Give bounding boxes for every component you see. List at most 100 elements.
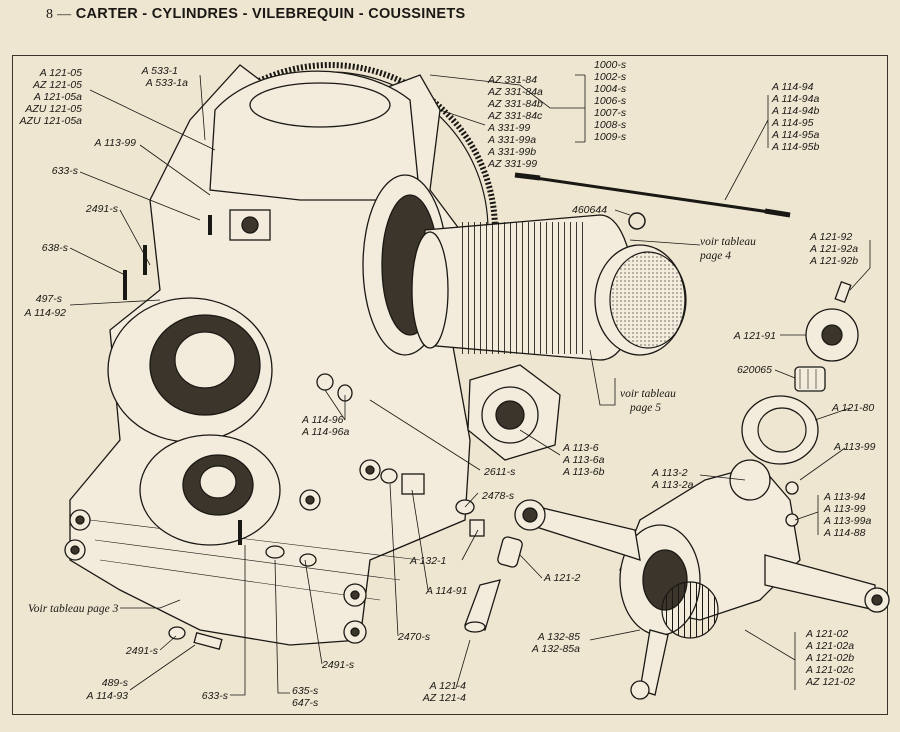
- label-voir-page5-1: voir tableau: [620, 388, 676, 400]
- label-carter-2: AZ 121-05: [32, 79, 82, 91]
- label-s1000-3: 1004-s: [594, 83, 627, 95]
- label-a12102-5: AZ 121-02: [805, 676, 855, 688]
- label-a11394-3: A 113-99a: [823, 515, 871, 527]
- label-a11494-4: A 114-95: [771, 117, 814, 129]
- crankcase: [64, 64, 471, 646]
- label-2478: 2478-s: [481, 490, 515, 502]
- label-a533-1: A 533-1: [141, 65, 178, 77]
- label-a1214-1: A 121-4: [429, 680, 467, 692]
- label-2470: 2470-s: [397, 631, 431, 643]
- label-a11492: A 114-92: [24, 307, 67, 319]
- label-s1000-2: 1002-s: [594, 71, 627, 83]
- label-a11394-2: A 113-99: [823, 503, 866, 515]
- label-a1136-2: A 113-6a: [562, 454, 605, 466]
- star-washer: [805, 308, 859, 362]
- label-2491-left: 2491-s: [125, 645, 159, 657]
- label-s1000-4: 1006-s: [594, 95, 627, 107]
- label-a1132-1: A 113-2: [651, 467, 688, 479]
- label-carter-1: A 121-05: [39, 67, 82, 79]
- label-carter-4: AZU 121-05: [24, 103, 82, 115]
- label-2611: 2611-s: [483, 466, 516, 478]
- label-633-top: 633-s: [52, 165, 79, 177]
- label-620065: 620065: [737, 364, 772, 376]
- crankshaft: [619, 459, 801, 700]
- label-2491-top: 2491-s: [85, 203, 119, 215]
- label-a11494-3: A 114-94b: [771, 105, 819, 117]
- label-2491-mid: 2491-s: [321, 659, 355, 671]
- bushing: [497, 536, 523, 568]
- label-a11494-2: A 114-94a: [771, 93, 819, 105]
- label-638: 638-s: [42, 242, 69, 254]
- label-460644: 460644: [572, 204, 607, 216]
- label-a1136-3: A 113-6b: [562, 466, 605, 478]
- label-a11494-6: A 114-95b: [771, 141, 819, 153]
- label-a13285-1: A 132-85: [537, 631, 580, 643]
- cylinder: [411, 214, 687, 361]
- connecting-rod-right: [764, 554, 890, 613]
- leader-lines: [69, 74, 871, 696]
- connecting-rod-left: [514, 499, 641, 561]
- circlip: [628, 212, 646, 230]
- label-a12192-3: A 121-92b: [809, 255, 858, 267]
- label-carter-5: AZU 121-05a: [19, 115, 83, 127]
- label-a1321: A 132-1: [409, 555, 446, 567]
- label-a11399-top: A 113-99: [94, 137, 137, 149]
- label-a11493: A 114-93: [86, 690, 129, 702]
- page-header: 8 — CARTER - CYLINDRES - VILEBREQUIN - C…: [46, 6, 465, 23]
- cylinder-stud: [514, 172, 791, 218]
- page-title: CARTER - CYLINDRES - VILEBREQUIN - COUSS…: [75, 6, 466, 22]
- label-az331-8: AZ 331-99: [487, 158, 537, 170]
- roller-bearing: [794, 366, 826, 392]
- label-a11394-1: A 113-94: [823, 491, 866, 503]
- label-s1000-7: 1009-s: [594, 131, 627, 143]
- label-s1000-6: 1008-s: [594, 119, 627, 131]
- label-a12192-2: A 121-92a: [809, 243, 858, 255]
- small-bolt-right: [834, 280, 852, 304]
- label-a1212: A 121-2: [543, 572, 581, 584]
- label-a1214-2: AZ 121-4: [422, 692, 466, 704]
- label-a12102-1: A 121-02: [805, 628, 848, 640]
- oil-seal: [741, 395, 819, 465]
- label-635: 635-s: [292, 685, 319, 697]
- label-a12102-3: A 121-02b: [805, 652, 854, 664]
- label-497: 497-s: [36, 293, 63, 305]
- label-voir-page5-2: page 5: [629, 402, 661, 414]
- label-a12192-1: A 121-92: [809, 231, 852, 243]
- label-a1132-2: A 113-2a: [651, 479, 694, 491]
- label-voir-page3: Voir tableau page 3: [28, 603, 119, 615]
- label-a12102-4: A 121-02c: [805, 664, 854, 676]
- small-washers: [168, 373, 799, 650]
- label-a12191: A 121-91: [733, 330, 776, 342]
- label-647: 647-s: [292, 697, 319, 709]
- label-a12102-2: A 121-02a: [805, 640, 854, 652]
- label-az331-7: A 331-99b: [487, 146, 536, 158]
- label-voir-page4-2: page 4: [699, 250, 731, 262]
- bearing-flange: [467, 364, 561, 461]
- label-a11399-right: A 113-99: [833, 441, 876, 453]
- label-a11496-2: A 114-96a: [301, 426, 349, 438]
- label-a12180: A 121-80: [831, 402, 874, 414]
- label-az331-1: AZ 331-84: [487, 74, 537, 86]
- label-489: 489-s: [102, 677, 129, 689]
- label-a11394-4: A 114-88: [823, 527, 866, 539]
- labels: A 121-05 AZ 121-05 A 121-05a AZU 121-05 …: [19, 59, 876, 709]
- label-a11491: A 114-91: [425, 585, 467, 597]
- label-a13285-2: A 132-85a: [531, 643, 580, 655]
- label-s1000-5: 1007-s: [594, 107, 627, 119]
- page-number: 8 —: [46, 7, 72, 22]
- label-carter-3: A 121-05a: [33, 91, 82, 103]
- label-a11496-1: A 114-96: [301, 414, 344, 426]
- label-a11494-5: A 114-95a: [771, 129, 819, 141]
- label-az331-2: AZ 331-84a: [487, 86, 543, 98]
- diagram-frame: [12, 55, 888, 715]
- label-a533-2: A 533-1a: [145, 77, 188, 89]
- label-a11494-1: A 114-94: [771, 81, 814, 93]
- label-voir-page4-1: voir tableau: [700, 236, 756, 248]
- label-az331-4: AZ 331-84c: [487, 110, 543, 122]
- label-s1000-1: 1000-s: [594, 59, 627, 71]
- label-az331-6: A 331-99a: [487, 134, 536, 146]
- label-az331-5: A 331-99: [487, 122, 530, 134]
- label-a1136-1: A 113-6: [562, 442, 599, 454]
- piston-pin: [464, 579, 501, 633]
